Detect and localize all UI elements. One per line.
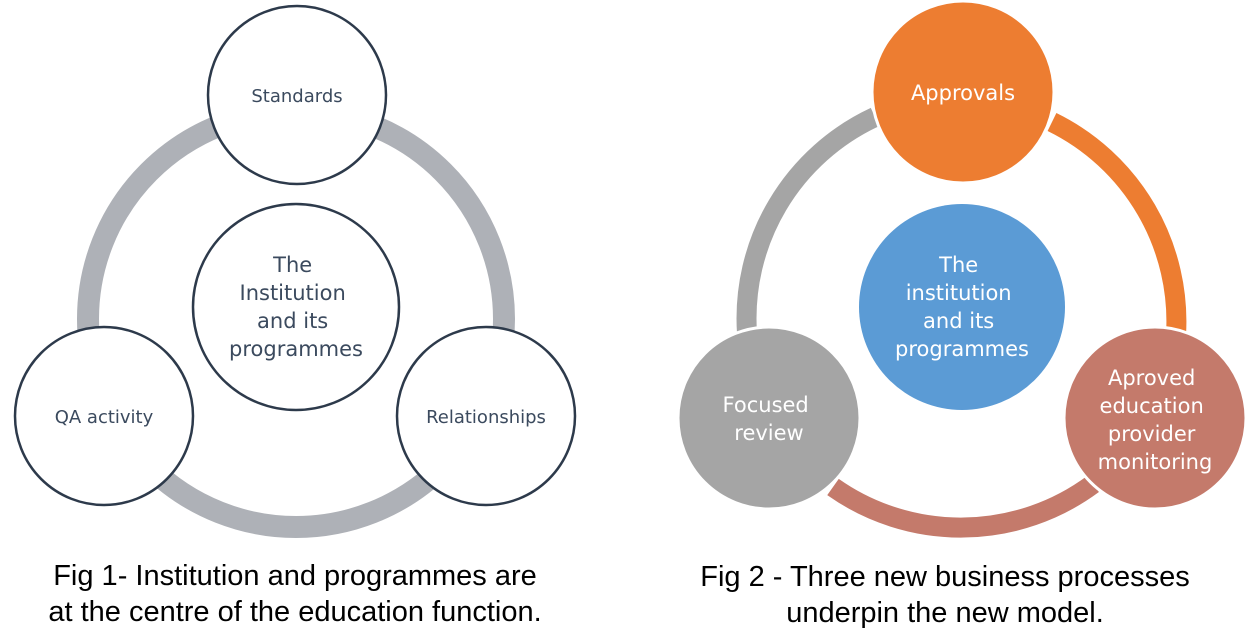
fig2-caption-line-1: Fig 2 - Three new business processes	[700, 561, 1190, 593]
svg-text:The Institution: The Institution and its programmes	[229, 253, 363, 361]
fig2-center-line-3: and its	[923, 309, 994, 333]
fig2-node-center: The institution and its programmes	[859, 204, 1065, 410]
fig2-diagram: The institution and its programmes Appro…	[676, 0, 1248, 538]
fig1-standards-label: Standards	[251, 86, 342, 107]
fig2-monitoring-line-4: monitoring	[1098, 450, 1213, 474]
fig1-caption: Fig 1- Institution and programmes are at…	[0, 558, 590, 630]
svg-text:Focused review: Focused review	[723, 393, 816, 445]
fig2-monitoring-line-1: Aproved	[1108, 366, 1195, 390]
fig1-center-line-3: and its	[257, 309, 328, 333]
fig1-node-qa-activity: QA activity	[13, 325, 195, 507]
fig1-center-line-4: programmes	[229, 337, 363, 361]
fig1-relationships-label: Relationships	[426, 407, 546, 428]
svg-text:Approvals: Approvals	[911, 81, 1015, 105]
fig2-caption: Fig 2 - Three new business processes und…	[650, 559, 1240, 631]
fig2-node-focused-review: Focused review	[676, 325, 862, 511]
fig2-center-line-4: programmes	[895, 337, 1029, 361]
svg-text:QA activity: QA activity	[55, 407, 154, 428]
fig1-center-line-1: The	[272, 253, 312, 277]
svg-text:The institution: The institution and its programmes	[895, 253, 1029, 361]
fig2-focused-line-1: Focused	[723, 393, 809, 417]
fig2-approvals-label: Approvals	[911, 81, 1015, 105]
fig2-center-line-2: institution	[906, 281, 1012, 305]
svg-text:Aproved education: Aproved education provider monitoring	[1098, 366, 1213, 474]
fig2-center-line-1: The	[938, 253, 978, 277]
fig1-caption-line-2: at the centre of the education function.	[48, 596, 542, 628]
fig2-ring-segment-monitoring	[827, 475, 1099, 538]
fig1-qa-activity-label: QA activity	[55, 407, 154, 428]
fig2-monitoring-line-3: provider	[1108, 422, 1196, 446]
fig2-node-monitoring: Aproved education provider monitoring	[1062, 325, 1248, 511]
fig1-node-center: The Institution and its programmes	[191, 202, 401, 412]
fig1-node-standards: Standards	[206, 4, 388, 186]
fig2-caption-line-2: underpin the new model.	[786, 597, 1104, 629]
fig1-caption-line-1: Fig 1- Institution and programmes are	[53, 560, 537, 592]
fig2-focused-line-2: review	[734, 421, 803, 445]
fig1-center-line-2: Institution	[240, 281, 346, 305]
fig2-monitoring-line-2: education	[1100, 394, 1204, 418]
svg-text:Relationships: Relationships	[426, 407, 546, 428]
svg-text:Standards: Standards	[251, 86, 342, 107]
fig1-node-relationships: Relationships	[395, 325, 577, 507]
fig2-ring-segment-focused	[736, 107, 880, 334]
fig2-node-approvals: Approvals	[870, 0, 1056, 185]
fig1-diagram: The Institution and its programmes Stand…	[13, 4, 577, 538]
fig2-ring-segment-approvals	[1047, 113, 1187, 336]
